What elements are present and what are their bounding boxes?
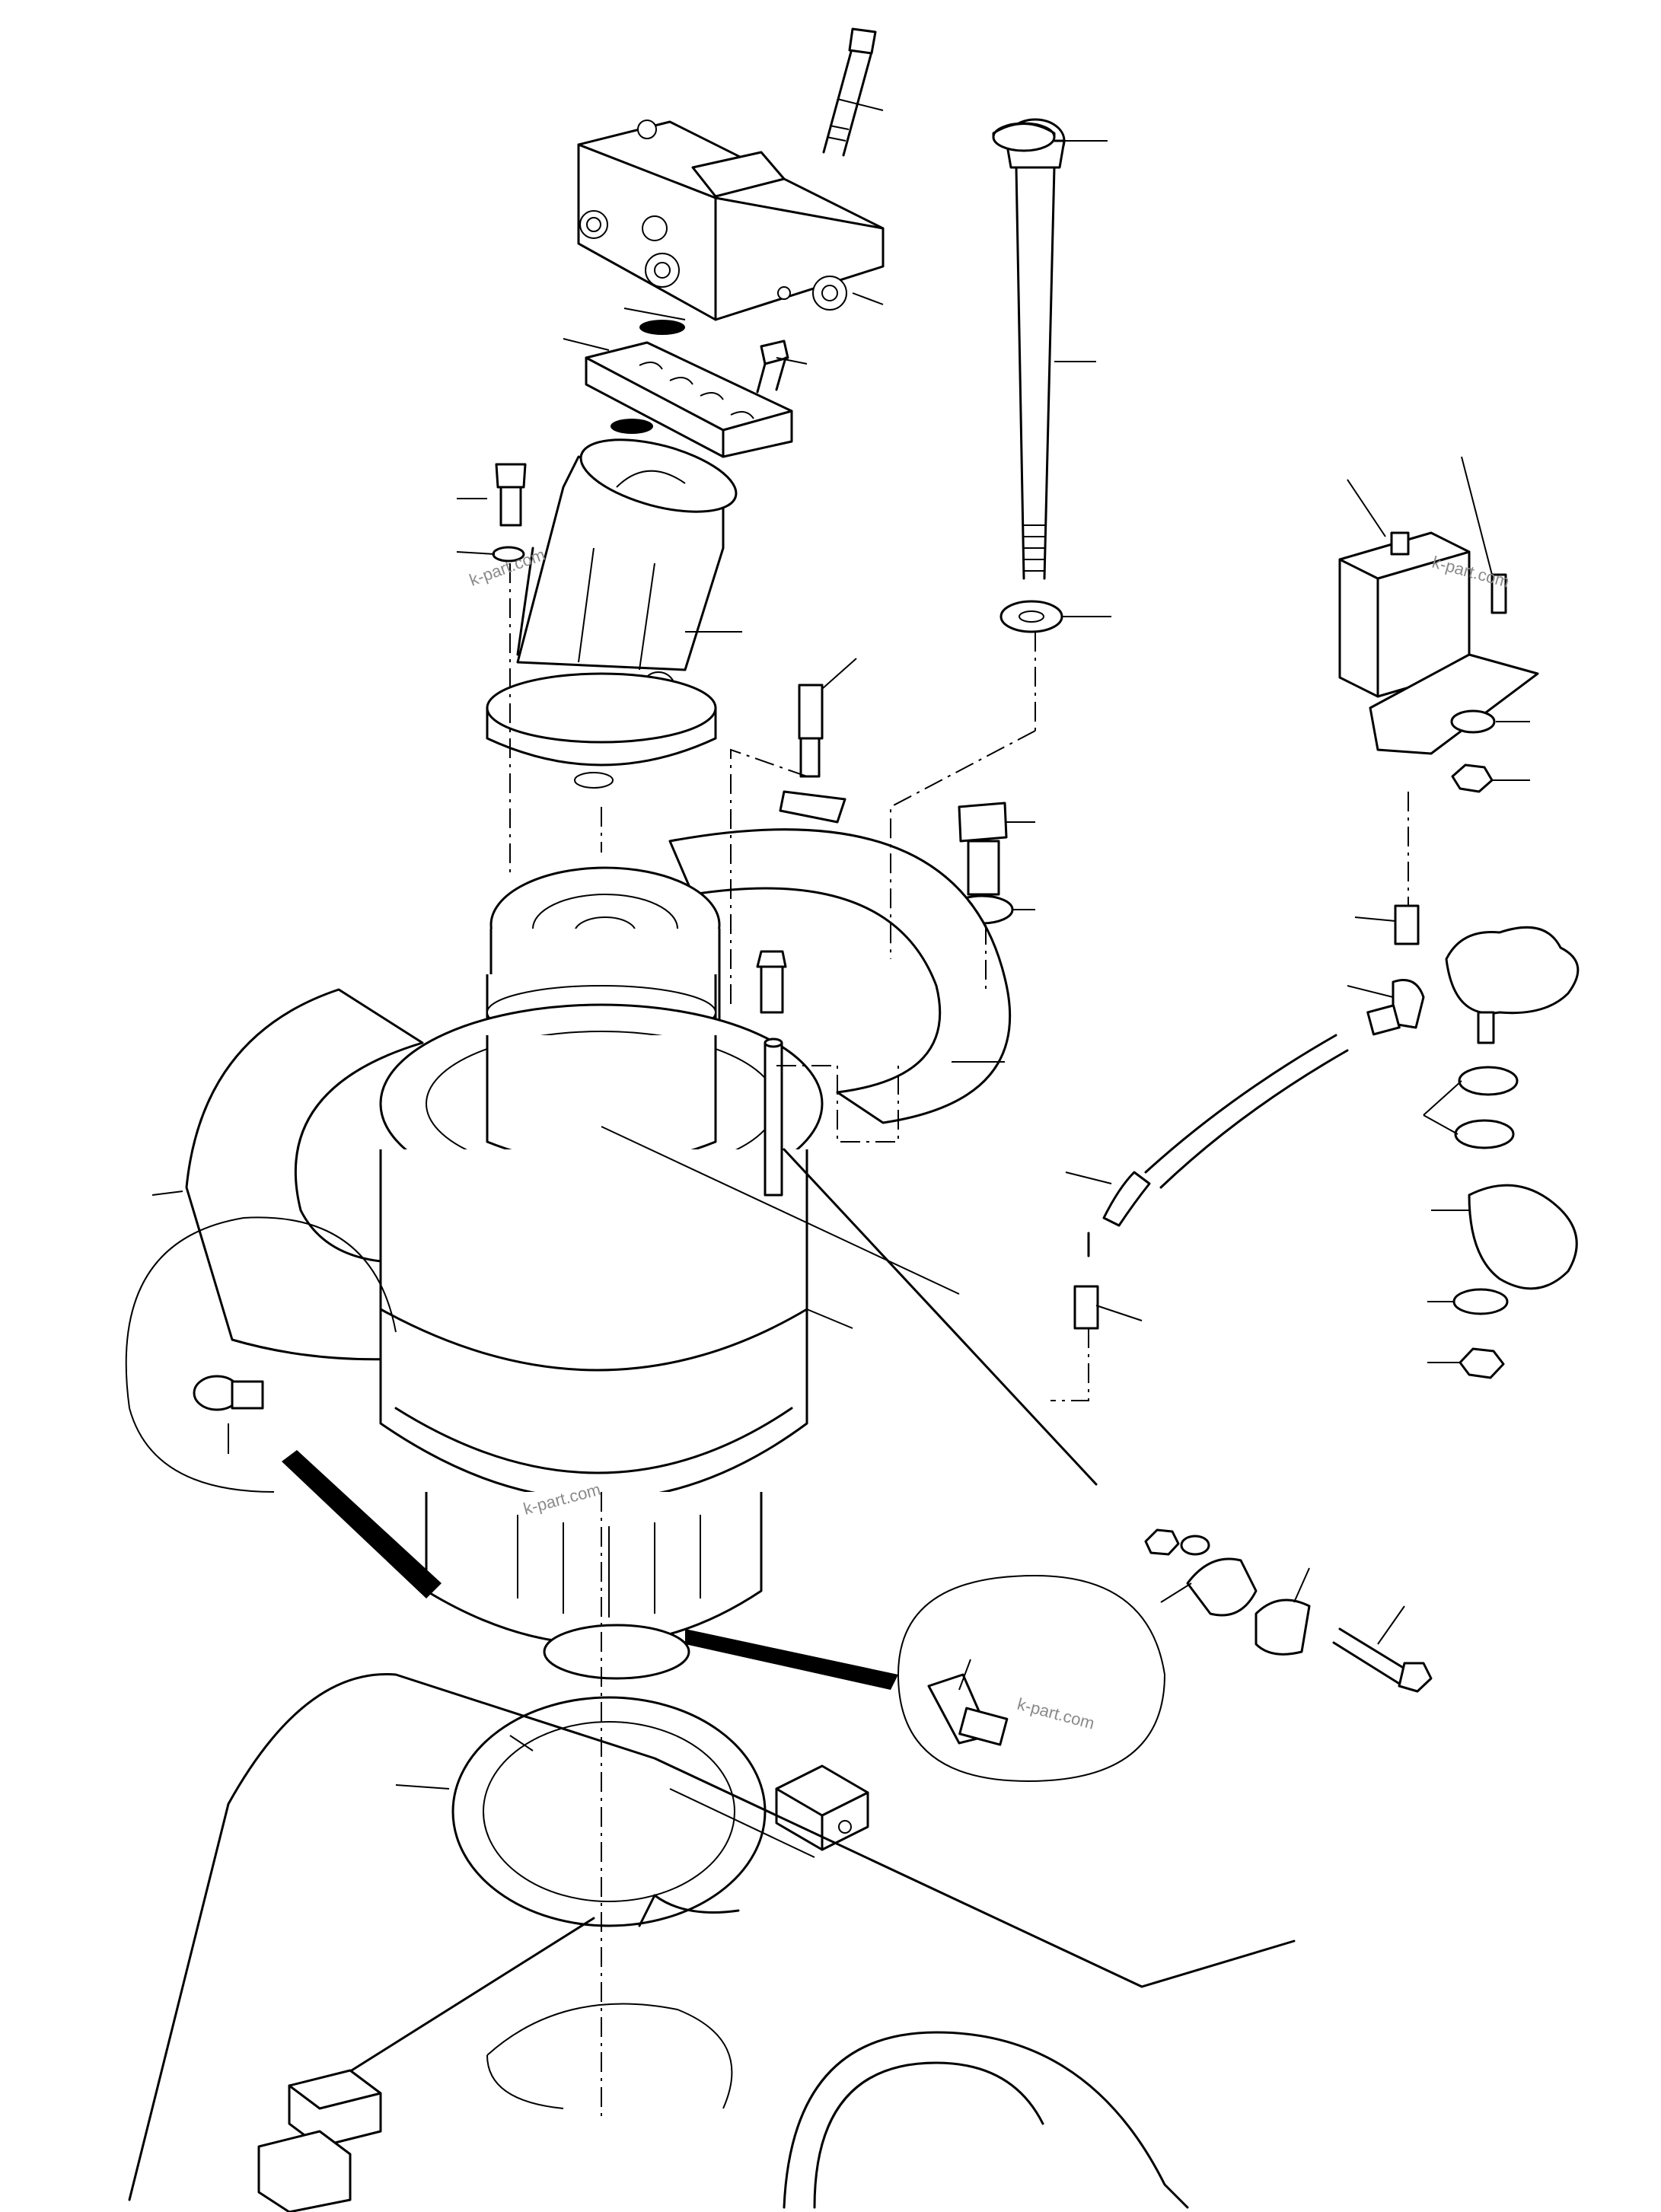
frame-block[interactable]	[257, 2069, 382, 2212]
breather-plug[interactable]	[193, 1375, 264, 1411]
watermark-4: k-part.com	[1015, 1694, 1097, 1733]
tie-rod-long[interactable]	[1005, 118, 1066, 580]
socket-screw-small[interactable]	[756, 339, 789, 394]
cap-knob[interactable]	[992, 122, 1056, 152]
mounting-block[interactable]	[775, 1764, 869, 1851]
cap-screw-top[interactable]	[822, 27, 877, 157]
tee-fitting[interactable]	[779, 684, 846, 824]
o-ring-upper[interactable]	[639, 320, 685, 335]
screw-bracket[interactable]	[1490, 573, 1507, 614]
washer-clamp[interactable]	[1180, 1535, 1210, 1556]
nut-bracket[interactable]	[1451, 763, 1494, 793]
elbow-fitting[interactable]	[1366, 979, 1425, 1036]
bolt-hex-mid[interactable]	[958, 802, 1008, 896]
o-ring-lower[interactable]	[611, 419, 653, 434]
star-knob[interactable]	[1445, 926, 1580, 1044]
leader-lines	[151, 98, 1530, 1858]
hex-bolt-clamp[interactable]	[1332, 1627, 1433, 1693]
adapter-plate[interactable]	[585, 341, 793, 458]
detail-bubble-adapter	[685, 1574, 1166, 1783]
nut-knob[interactable]	[1459, 1347, 1505, 1379]
nut-clamp[interactable]	[1144, 1528, 1180, 1556]
shim-plate-upper[interactable]	[668, 828, 1012, 1124]
dowel-pin[interactable]	[764, 1037, 783, 1197]
washer-knob-3[interactable]	[1452, 1288, 1509, 1315]
hydraulic-motor[interactable]	[486, 426, 744, 789]
hydraulic-hose[interactable]	[1087, 1034, 1349, 1257]
chassis-frame	[128, 1672, 1296, 2209]
p-clamp-large[interactable]	[1468, 1184, 1578, 1290]
union-fitting[interactable]	[1394, 904, 1420, 945]
grease-nipple[interactable]	[756, 950, 787, 1014]
washer-knob-1[interactable]	[1458, 1066, 1519, 1096]
solenoid-box[interactable]	[1338, 531, 1471, 698]
male-connector[interactable]	[1073, 1285, 1099, 1330]
valve-block[interactable]	[577, 120, 885, 321]
bolt-motor-left[interactable]	[495, 463, 527, 527]
adapter-fitting[interactable]	[927, 1673, 1009, 1746]
centerlines	[509, 563, 1409, 2116]
clamp-half[interactable]	[1255, 1598, 1311, 1656]
washer-knob-2[interactable]	[1454, 1119, 1515, 1149]
detail-bubble-breather	[125, 1216, 442, 1598]
washer-bracket[interactable]	[1450, 709, 1496, 734]
gearbox-housing[interactable]	[379, 866, 824, 1680]
p-clamp-small[interactable]	[1186, 1557, 1258, 1617]
